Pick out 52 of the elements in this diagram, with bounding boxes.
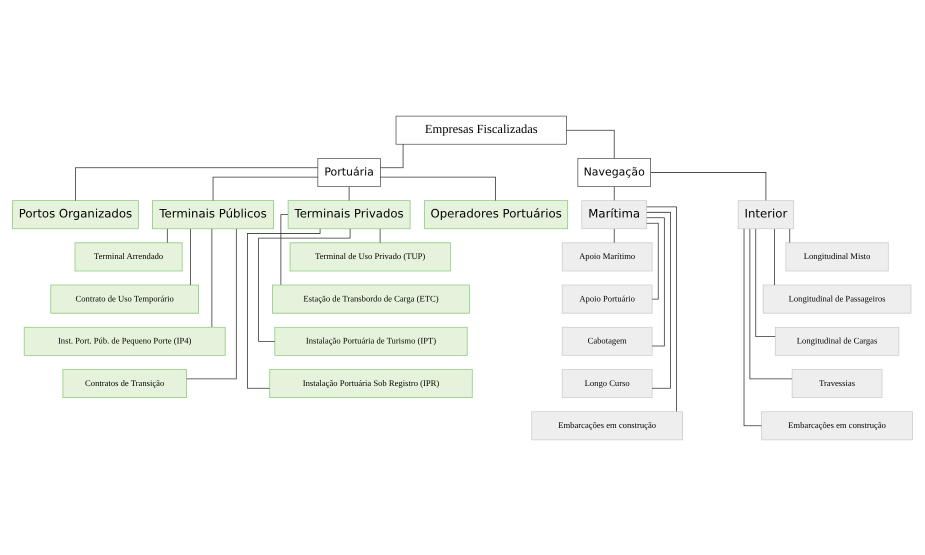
node-box: Longitudinal de Cargas — [774, 326, 900, 356]
connector — [258, 228, 350, 342]
connector — [348, 186, 350, 200]
node-box: Terminal de Uso Privado (TUP) — [290, 242, 451, 271]
connector — [650, 172, 766, 200]
node-box: Portuária — [317, 157, 381, 186]
node-box: Cabotagem — [562, 326, 653, 356]
node-box: Travessias — [792, 368, 882, 398]
node-box: Navegação — [577, 157, 651, 186]
connector — [614, 186, 615, 200]
connector — [646, 211, 671, 388]
node-box: Embarcações em construção — [761, 410, 913, 440]
connector — [190, 228, 191, 285]
node-box: Instalação Portuária de Turismo (IPT) — [274, 326, 468, 356]
connector — [212, 176, 318, 200]
connector — [380, 144, 404, 168]
node-box: Interior — [738, 200, 794, 229]
node-box: Longo Curso — [562, 368, 653, 398]
node-box: Operadores Portuários — [424, 200, 568, 229]
connector — [166, 228, 168, 242]
connector — [750, 228, 792, 379]
node-box: Embarcações em construção — [531, 410, 684, 440]
node-box: Terminal Arrendado — [74, 242, 183, 271]
node-box: Empresas Fiscalizadas — [396, 115, 567, 144]
node-box: Terminais Públicos — [152, 200, 274, 229]
node-box: Estação de Transbordo de Carga (ETC) — [272, 284, 470, 314]
connector — [789, 228, 790, 242]
node-box: Apoio Portuário — [562, 284, 653, 314]
connector — [755, 228, 776, 337]
connector — [646, 206, 677, 412]
connector — [247, 228, 320, 388]
connector — [646, 216, 665, 346]
connector — [566, 129, 615, 158]
connector — [744, 228, 762, 426]
connector — [75, 166, 318, 200]
node-box: Longitudinal de Passageiros — [762, 284, 912, 314]
connector — [646, 222, 659, 299]
connector — [614, 228, 615, 242]
node-box: Contratos de Transição — [62, 368, 187, 398]
connector — [774, 228, 775, 285]
node-box: Instalação Portuária Sob Registro (IPR) — [269, 368, 473, 398]
node-box: Longitudinal Misto — [785, 242, 889, 271]
connector — [211, 228, 212, 327]
node-box: Terminais Privados — [288, 200, 410, 229]
node-box: Inst. Port. Púb. de Pequeno Porte (IP4) — [24, 326, 226, 356]
node-box: Portos Organizados — [12, 200, 139, 229]
node-box: Apoio Marítimo — [562, 242, 653, 271]
node-box: Marítima — [581, 200, 648, 229]
connector — [280, 214, 288, 285]
connector — [186, 228, 237, 379]
connector — [380, 176, 496, 200]
node-box: Contrato de Uso Temporário — [50, 284, 199, 314]
